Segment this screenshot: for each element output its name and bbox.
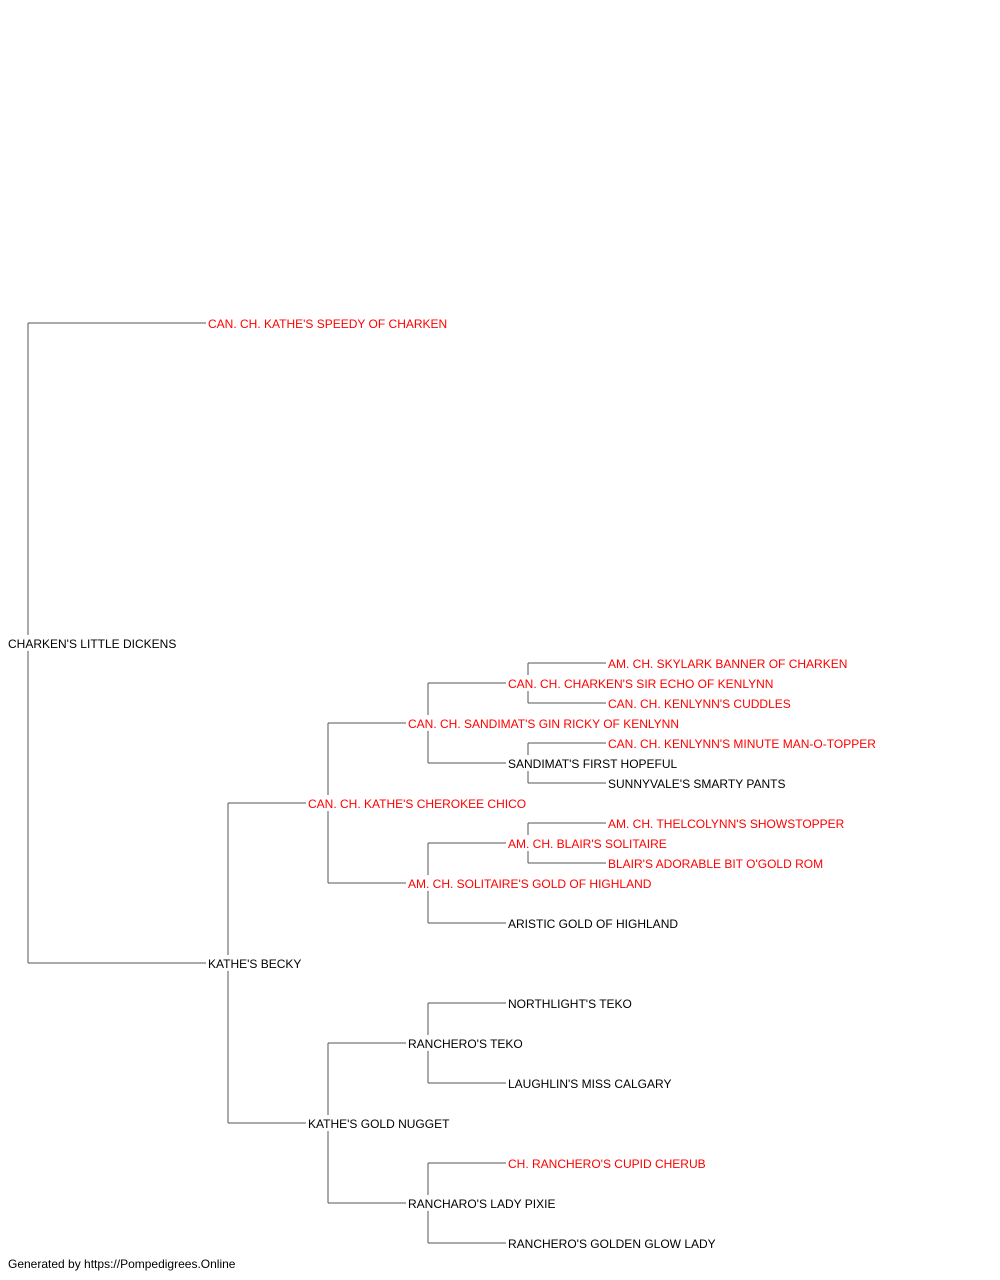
dog-name-ds-sire: CAN. CH. SANDIMAT'S GIN RICKY OF KENLYNN <box>408 717 679 731</box>
dog-name-sire: CAN. CH. KATHE'S SPEEDY OF CHARKEN <box>208 317 447 331</box>
dog-name-ddd-dam: RANCHERO'S GOLDEN GLOW LADY <box>508 1237 716 1251</box>
dog-name-dsd-sire: AM. CH. BLAIR'S SOLITAIRE <box>508 837 667 851</box>
dog-name-ddd-sire: CH. RANCHERO'S CUPID CHERUB <box>508 1157 706 1171</box>
dog-name-dsss-dam: CAN. CH. KENLYNN'S CUDDLES <box>608 697 791 711</box>
dog-name-dd-sire: RANCHERO'S TEKO <box>408 1037 523 1051</box>
dog-name-dd-dam: RANCHARO'S LADY PIXIE <box>408 1197 555 1211</box>
node-labels: CHARKEN'S LITTLE DICKENS CAN. CH. KATHE'S… <box>8 317 876 1251</box>
dog-name-dssd-sire: CAN. CH. KENLYNN'S MINUTE MAN-O-TOPPER <box>608 737 876 751</box>
dog-name-dam-sire: CAN. CH. KATHE'S CHEROKEE CHICO <box>308 797 526 811</box>
dog-name-dsds-dam: BLAIR'S ADORABLE BIT O'GOLD ROM <box>608 857 823 871</box>
dog-name-dsds-sire: AM. CH. THELCOLYNN'S SHOWSTOPPER <box>608 817 845 831</box>
dog-name-dam: KATHE'S BECKY <box>208 957 301 971</box>
generated-by-footer: Generated by https://Pompedigrees.Online <box>8 1257 236 1271</box>
dog-name-dam-dam: KATHE'S GOLD NUGGET <box>308 1117 450 1131</box>
dog-name-dds-dam: LAUGHLIN'S MISS CALGARY <box>508 1077 671 1091</box>
dog-name-dssd-dam: SUNNYVALE'S SMARTY PANTS <box>608 777 785 791</box>
dog-name-subject: CHARKEN'S LITTLE DICKENS <box>8 637 176 651</box>
dog-name-dss-sire: CAN. CH. CHARKEN'S SIR ECHO OF KENLYNN <box>508 677 773 691</box>
dog-name-dsss-sire: AM. CH. SKYLARK BANNER OF CHARKEN <box>608 657 847 671</box>
dog-name-dds-sire: NORTHLIGHT'S TEKO <box>508 997 632 1011</box>
dog-name-dsd-dam: ARISTIC GOLD OF HIGHLAND <box>508 917 678 931</box>
dog-name-dss-dam: SANDIMAT'S FIRST HOPEFUL <box>508 757 678 771</box>
connector-lines <box>27 322 606 1244</box>
dog-name-ds-dam: AM. CH. SOLITAIRE'S GOLD OF HIGHLAND <box>408 877 652 891</box>
